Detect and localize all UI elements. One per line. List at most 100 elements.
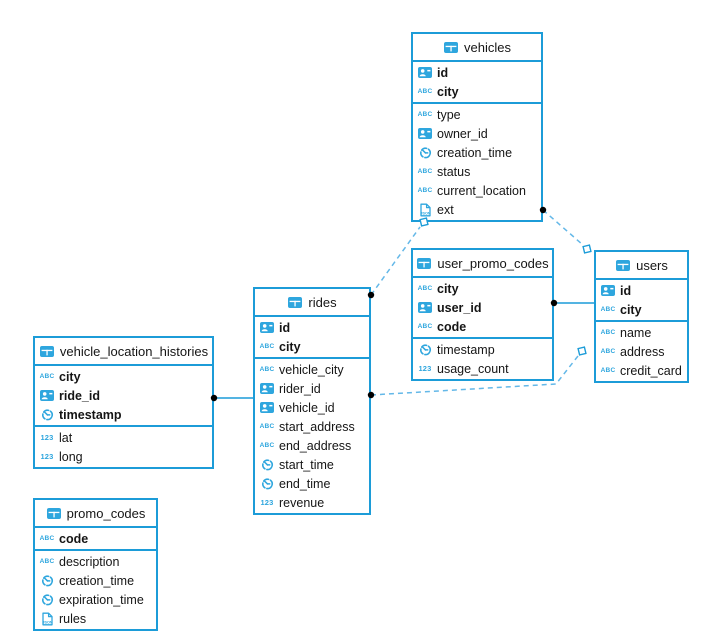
table-header-rides[interactable]: rides [255, 289, 369, 317]
table-header-user_promo_codes[interactable]: user_promo_codes [413, 250, 552, 278]
field-label: city [620, 302, 642, 317]
field-label: description [59, 554, 120, 569]
field-label: id [437, 65, 449, 80]
fields-section: ABC description creation_time expiration_… [35, 551, 156, 629]
field-creation_time[interactable]: creation_time [413, 143, 541, 162]
field-label: rules [59, 611, 87, 626]
table-icon [443, 41, 459, 53]
field-label: creation_time [437, 145, 513, 160]
field-description[interactable]: ABC description [35, 552, 156, 571]
abc-text-type-icon: ABC [417, 323, 433, 330]
field-label: city [59, 369, 81, 384]
field-label: user_id [437, 300, 482, 315]
number-123-type-icon: 123 [40, 433, 54, 442]
table-header-promo_codes[interactable]: promo_codes [35, 500, 156, 528]
table-header-vehicle_location_histories[interactable]: vehicle_location_histories [35, 338, 212, 366]
id-badge-icon [417, 302, 433, 313]
fields-section: 123 lat 123 long [35, 427, 212, 467]
field-id[interactable]: id [413, 63, 541, 82]
table-icon [615, 259, 631, 271]
field-label: start_address [279, 419, 355, 434]
field-label: usage_count [437, 361, 509, 376]
field-label: code [59, 531, 89, 546]
field-label: long [59, 449, 83, 464]
field-label: end_address [279, 438, 352, 453]
field-long[interactable]: 123 long [35, 447, 212, 466]
field-timestamp[interactable]: timestamp [35, 405, 212, 424]
field-label: current_location [437, 183, 526, 198]
field-city[interactable]: ABC city [413, 279, 552, 298]
abc-text-type-icon: ABC [259, 423, 275, 430]
json-type-icon: JSON [417, 203, 433, 217]
table-header-vehicles[interactable]: vehicles [413, 34, 541, 62]
field-label: city [437, 281, 459, 296]
field-label: lat [59, 430, 73, 445]
abc-text-type-icon: ABC [417, 285, 433, 292]
field-city[interactable]: ABC city [596, 300, 687, 319]
field-end_time[interactable]: end_time [255, 474, 369, 493]
field-label: city [279, 339, 301, 354]
abc-text-type-icon: ABC [600, 306, 616, 313]
field-start_address[interactable]: ABC start_address [255, 417, 369, 436]
field-id[interactable]: id [596, 281, 687, 300]
field-timestamp[interactable]: timestamp [413, 340, 552, 359]
table-icon [287, 296, 303, 308]
field-label: ride_id [59, 388, 100, 403]
field-creation_time[interactable]: creation_time [35, 571, 156, 590]
field-owner_id[interactable]: owner_id [413, 124, 541, 143]
svg-text:JSON: JSON [420, 211, 431, 215]
clock-icon [39, 408, 55, 421]
field-id[interactable]: id [255, 318, 369, 337]
field-vehicle_id[interactable]: vehicle_id [255, 398, 369, 417]
clock-icon [417, 146, 433, 159]
field-ride_id[interactable]: ride_id [35, 386, 212, 405]
field-label: revenue [279, 495, 325, 510]
table-title: users [636, 257, 668, 273]
field-label: address [620, 344, 665, 359]
field-label: owner_id [437, 126, 488, 141]
field-lat[interactable]: 123 lat [35, 428, 212, 447]
abc-text-type-icon: ABC [600, 329, 616, 336]
field-rider_id[interactable]: rider_id [255, 379, 369, 398]
field-label: timestamp [437, 342, 495, 357]
field-label: start_time [279, 457, 334, 472]
field-expiration_time[interactable]: expiration_time [35, 590, 156, 609]
field-label: status [437, 164, 471, 179]
field-start_time[interactable]: start_time [255, 455, 369, 474]
abc-text-type-icon: ABC [39, 558, 55, 565]
field-user_id[interactable]: user_id [413, 298, 552, 317]
table-title: user_promo_codes [437, 255, 549, 271]
table-header-users[interactable]: users [596, 252, 687, 280]
id-badge-icon [259, 402, 275, 413]
number-123-type-icon: 123 [40, 452, 54, 461]
